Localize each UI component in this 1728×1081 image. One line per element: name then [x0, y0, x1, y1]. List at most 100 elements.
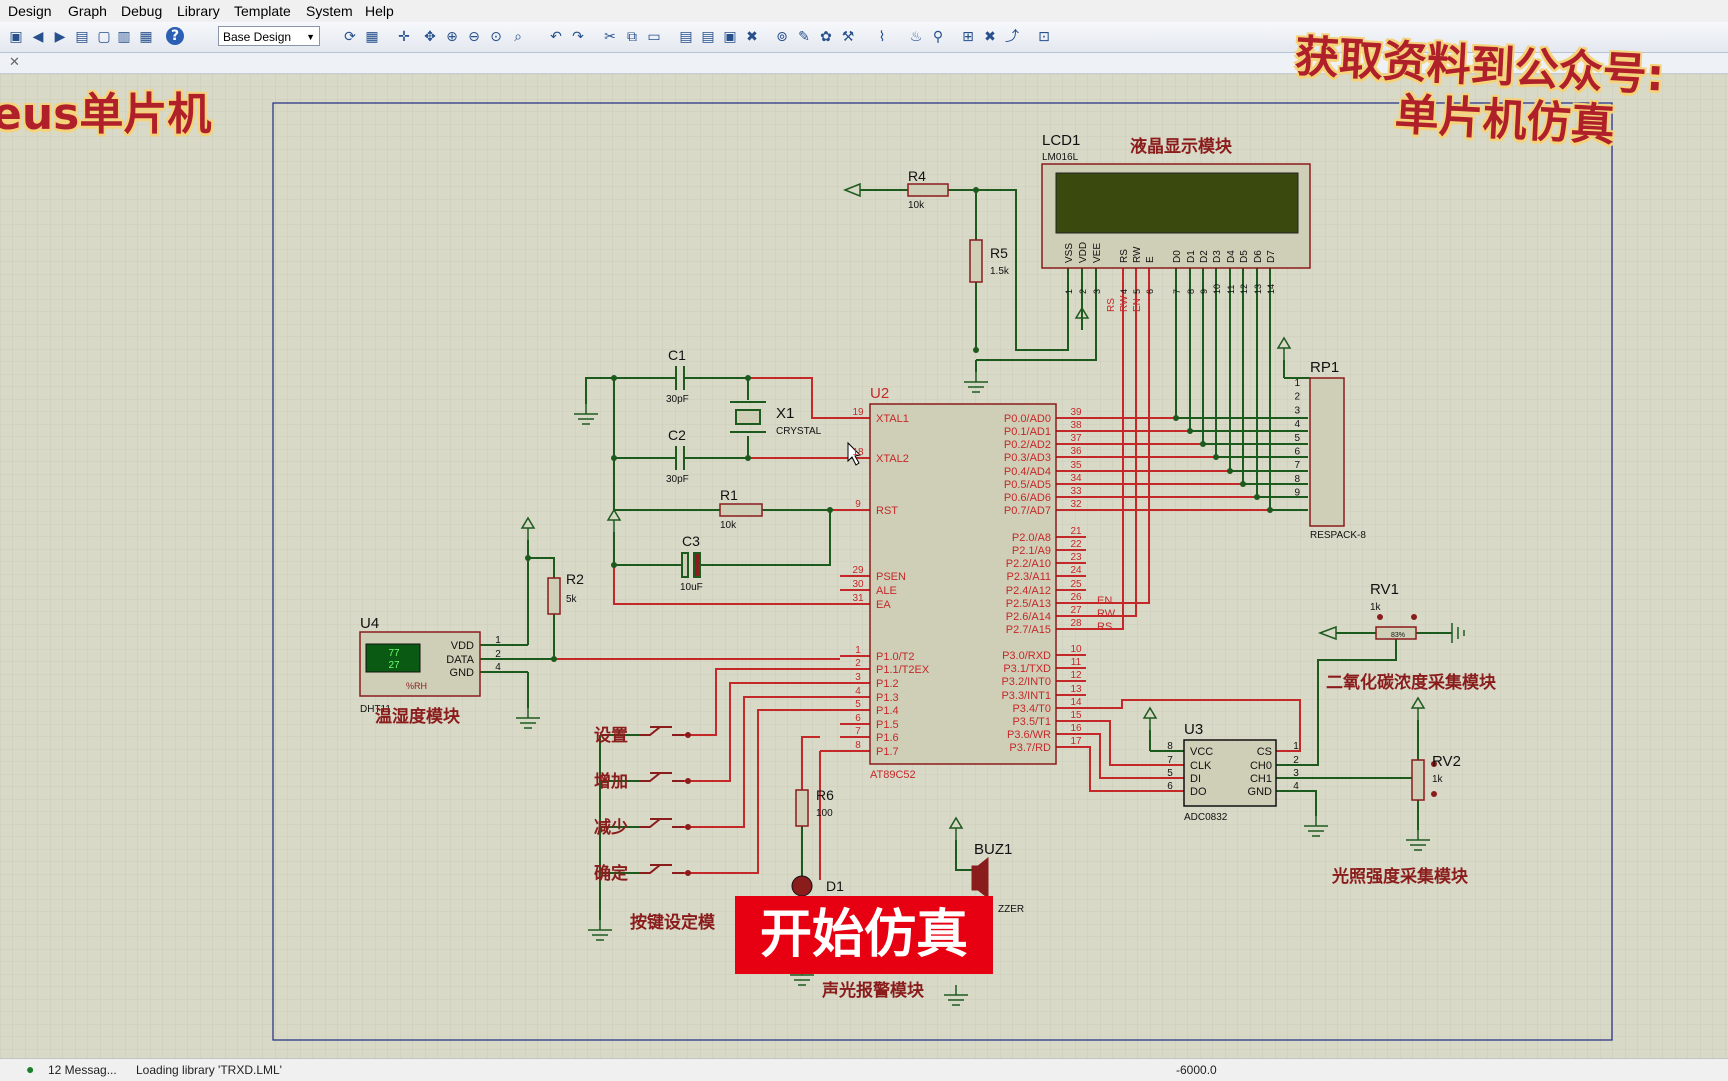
rp1-pin-number: 6 [1294, 447, 1300, 458]
mcu-pin-number: 29 [852, 565, 864, 576]
bom-icon[interactable]: ⊡ [1038, 29, 1050, 45]
make-device-icon[interactable]: ✎ [798, 29, 810, 45]
menu-help[interactable]: Help [365, 3, 394, 19]
goto-sheet-icon[interactable]: ⤴ [1005, 29, 1019, 45]
print-icon[interactable]: ▥ [117, 29, 131, 45]
crystal-body [735, 409, 761, 425]
wire [684, 709, 840, 874]
component-mode-icon[interactable]: ▣ [9, 29, 23, 45]
zoom-area-icon[interactable]: ⌕ [514, 29, 522, 45]
menu-debug[interactable]: Debug [121, 3, 163, 19]
save-icon[interactable]: ▤ [75, 29, 89, 45]
mcu-pin-name: P1.0/T2 [876, 651, 915, 663]
message-count[interactable]: 12 Messag... [48, 1063, 117, 1077]
dht-module-label: 温湿度模块 [375, 706, 461, 727]
block-rotate-icon[interactable]: ▣ [723, 29, 737, 45]
forward-icon[interactable]: ▶ [54, 29, 66, 45]
grid-icon[interactable]: ▦ [365, 29, 379, 45]
lcd-pin-number: 5 [1132, 289, 1142, 294]
lcd-pin-number: 13 [1253, 284, 1263, 294]
mcu-pin-name: P2.6/A14 [1006, 611, 1051, 623]
pan-icon[interactable]: ✥ [424, 29, 436, 45]
junction-dot [685, 778, 691, 784]
help-icon[interactable]: ? [166, 27, 184, 45]
menu-graph[interactable]: Graph [68, 3, 107, 19]
wire [1086, 746, 1184, 792]
block-copy-icon[interactable]: ▤ [679, 29, 693, 45]
lcd-pin-number: 8 [1186, 289, 1196, 294]
mcu-pin-number: 3 [855, 672, 861, 683]
chevron-down-icon[interactable]: ▼ [306, 32, 315, 42]
sheet-icon[interactable]: ▦ [139, 29, 153, 45]
packaging-icon[interactable]: ✿ [820, 29, 832, 45]
mcu-pin-number: 27 [1070, 605, 1082, 616]
lcd-screen [1055, 172, 1299, 234]
schematic-svg[interactable]: LCD1LM016L液晶显示模块VSS1VDD2VEE3RS4RW5E6D07D… [0, 74, 1728, 1058]
junction-dot [1173, 415, 1179, 421]
dht-ref: U4 [360, 615, 379, 632]
lcd-pin-name: D6 [1253, 250, 1264, 263]
menu-design[interactable]: Design [8, 3, 52, 19]
mcu-pin-number: 16 [1070, 723, 1082, 734]
back-icon[interactable]: ◀ [32, 29, 44, 45]
refresh-icon[interactable]: ⟳ [344, 29, 356, 45]
info-icon[interactable]: ● [26, 1061, 35, 1077]
zoom-out-icon[interactable]: ⊖ [468, 29, 480, 45]
wire [684, 696, 840, 828]
cut-icon[interactable]: ✂ [604, 29, 616, 45]
mcu-pin-name: P2.1/A9 [1012, 545, 1051, 557]
mcu-pin-name: P0.6/AD6 [1004, 492, 1051, 504]
copy-icon[interactable]: ⧉ [627, 29, 637, 45]
remove-sheet-icon[interactable]: ✖ [984, 29, 996, 45]
new-sheet-icon[interactable]: ⊞ [962, 29, 974, 45]
mcu-pin-name: P0.0/AD0 [1004, 413, 1051, 425]
pick-device-icon[interactable]: ⊚ [776, 29, 788, 45]
r2-ref: R2 [566, 571, 584, 587]
redo-icon[interactable]: ↷ [572, 29, 584, 45]
zoom-all-icon[interactable]: ⊙ [490, 29, 502, 45]
origin-icon[interactable]: ✛ [398, 29, 410, 45]
p2-net-label: EN [1097, 595, 1112, 607]
junction-dot [745, 375, 751, 381]
mcu-body [869, 403, 1057, 765]
ground-symbol [1451, 623, 1465, 643]
wire [528, 557, 555, 578]
junction-dot [1431, 761, 1437, 767]
menu-template[interactable]: Template [234, 3, 291, 19]
lcd-pin-name: D1 [1186, 250, 1197, 263]
menu-library[interactable]: Library [177, 3, 220, 19]
search-icon[interactable]: ♨ [909, 29, 923, 45]
rp1-pin-number: 1 [1294, 378, 1300, 389]
r6-ref: R6 [816, 787, 834, 803]
watermark-left: eus单片机 [0, 89, 212, 140]
mcu-pin-number: 24 [1070, 565, 1082, 576]
lcd-pin-number: 4 [1119, 289, 1129, 294]
block-delete-icon[interactable]: ✖ [746, 29, 758, 45]
adc-pin-number: 4 [1293, 781, 1299, 792]
rv2-body [1411, 759, 1425, 801]
close-icon[interactable]: ✕ [9, 55, 20, 70]
junction-dot [611, 562, 617, 568]
dht-hum-unit: %RH [406, 681, 427, 691]
property-tool-icon[interactable]: ⚲ [932, 29, 944, 45]
zoom-in-icon[interactable]: ⊕ [446, 29, 458, 45]
undo-icon[interactable]: ↶ [550, 29, 562, 45]
design-select[interactable]: Base Design ▼ [218, 26, 320, 46]
lcd-pin-number: 10 [1212, 284, 1222, 294]
menu-system[interactable]: System [306, 3, 353, 19]
new-icon[interactable]: ▢ [97, 29, 111, 45]
wire-autorouter-icon[interactable]: ⌇ [878, 29, 886, 45]
mcu-pin-name: P0.1/AD1 [1004, 426, 1051, 438]
paste-icon[interactable]: ▭ [647, 29, 661, 45]
design-select-value: Base Design [223, 30, 292, 44]
power-symbol [606, 508, 622, 532]
mcu-pin-number: 21 [1070, 526, 1082, 537]
decompose-icon[interactable]: ⚒ [841, 29, 855, 45]
mcu-pin-number: 25 [1070, 579, 1082, 590]
rp1-pin-number: 4 [1294, 419, 1300, 430]
junction-dot [1377, 614, 1383, 620]
wire [976, 189, 1069, 351]
block-move-icon[interactable]: ▤ [701, 29, 715, 45]
adc-pin-name: CH0 [1250, 760, 1272, 772]
